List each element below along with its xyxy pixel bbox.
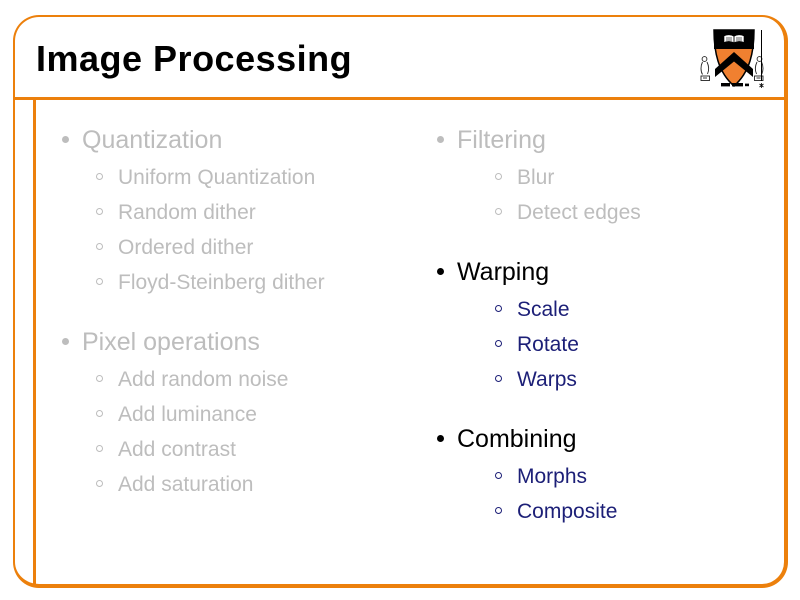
- group-header: Filtering: [457, 126, 546, 154]
- list-item-label: Warps: [517, 368, 577, 391]
- motto-ribbon: [721, 83, 749, 87]
- list-item-label: Add contrast: [118, 438, 236, 461]
- list-item-level2: Add luminance: [50, 397, 430, 432]
- list-item-level1: Warping: [425, 252, 775, 292]
- bullet-ring-icon: [96, 362, 118, 382]
- princeton-shield-logo: [700, 29, 764, 88]
- bullet-ring-icon: [96, 160, 118, 180]
- bullet-ring-icon: [96, 397, 118, 417]
- list-item-label: Rotate: [517, 333, 579, 356]
- list-item-level1: Combining: [425, 419, 775, 459]
- list-item-label: Add saturation: [118, 473, 254, 496]
- slide-border-frame: [13, 15, 788, 588]
- bullet-ring-icon: [495, 160, 517, 180]
- left-rule-line: [33, 99, 36, 587]
- group-combining: Combining Morphs Composite: [425, 419, 775, 529]
- bullet-dot-icon: [425, 252, 457, 275]
- list-item-level2: Morphs: [425, 459, 775, 494]
- left-column: Quantization Uniform Quantization Random…: [50, 112, 430, 502]
- bullet-ring-icon: [495, 362, 517, 382]
- list-item-label: Morphs: [517, 465, 588, 488]
- bullet-ring-icon: [495, 494, 517, 514]
- bullet-ring-icon: [495, 292, 517, 312]
- list-item-level2: Composite: [425, 494, 775, 529]
- list-item-level2: Floyd-Steinberg dither: [50, 265, 430, 300]
- bullet-ring-icon: [96, 467, 118, 487]
- group-warping: Warping Scale Rotate Warps: [425, 252, 775, 397]
- list-item-level2: Warps: [425, 362, 775, 397]
- bullet-ring-icon: [495, 195, 517, 215]
- list-item-label: Detect edges: [517, 201, 641, 224]
- right-column: Filtering Blur Detect edges Warping Scal…: [425, 112, 775, 529]
- list-item-level2: Ordered dither: [50, 230, 430, 265]
- title-divider-line: [13, 97, 788, 100]
- group-filtering: Filtering Blur Detect edges: [425, 120, 775, 230]
- bullet-ring-icon: [495, 327, 517, 347]
- group-pixel-operations: Pixel operations Add random noise Add lu…: [50, 322, 430, 502]
- bullet-ring-icon: [495, 459, 517, 479]
- group-header: Warping: [457, 258, 550, 286]
- list-item-label: Ordered dither: [118, 236, 254, 259]
- list-item-level2: Add contrast: [50, 432, 430, 467]
- bullet-ring-icon: [96, 195, 118, 215]
- list-item-level1: Filtering: [425, 120, 775, 160]
- list-item-level2: Scale: [425, 292, 775, 327]
- group-header: Combining: [457, 425, 577, 453]
- bullet-dot-icon: [50, 322, 82, 345]
- list-item-level2: Rotate: [425, 327, 775, 362]
- group-header: Quantization: [82, 126, 223, 154]
- list-item-level2: Add saturation: [50, 467, 430, 502]
- bullet-ring-icon: [96, 265, 118, 285]
- group-header: Pixel operations: [82, 328, 260, 356]
- bullet-dot-icon: [425, 120, 457, 143]
- list-item-level2: Detect edges: [425, 195, 775, 230]
- list-item-label: Add luminance: [118, 403, 257, 426]
- list-item-label: Scale: [517, 298, 570, 321]
- list-item-label: Composite: [517, 500, 618, 523]
- bullet-dot-icon: [425, 419, 457, 442]
- list-item-level2: Random dither: [50, 195, 430, 230]
- star-mark: [759, 83, 764, 88]
- list-item-level2: Blur: [425, 160, 775, 195]
- bullet-dot-icon: [50, 120, 82, 143]
- list-item-level2: Add random noise: [50, 362, 430, 397]
- left-supporter-figure: [700, 56, 710, 81]
- list-item-label: Floyd-Steinberg dither: [118, 271, 325, 294]
- list-item-level1: Quantization: [50, 120, 430, 160]
- bullet-ring-icon: [96, 432, 118, 452]
- list-item-level2: Uniform Quantization: [50, 160, 430, 195]
- slide-title: Image Processing: [36, 38, 353, 79]
- list-item-label: Blur: [517, 166, 555, 189]
- list-item-label: Add random noise: [118, 368, 289, 391]
- list-item-label: Uniform Quantization: [118, 166, 316, 189]
- list-item-label: Random dither: [118, 201, 256, 224]
- list-item-level1: Pixel operations: [50, 322, 430, 362]
- bullet-ring-icon: [96, 230, 118, 250]
- group-quantization: Quantization Uniform Quantization Random…: [50, 120, 430, 300]
